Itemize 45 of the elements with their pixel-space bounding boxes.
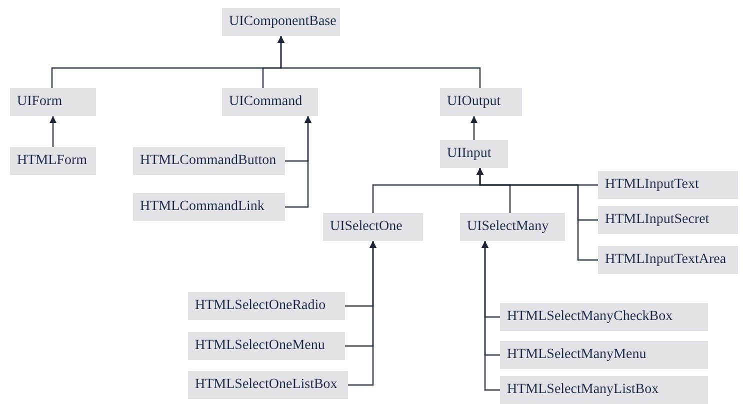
class-box [188, 332, 345, 360]
class-name: HTMLCommandLink [140, 199, 264, 215]
class-box [10, 88, 96, 116]
class-box [500, 341, 708, 369]
class-box [598, 246, 738, 274]
class-box [133, 193, 285, 221]
class-name: HTMLSelectManyListBox [507, 382, 659, 398]
class-name: HTMLInputSecret [605, 212, 710, 228]
class-name: HTMLInputTextArea [605, 252, 726, 268]
inheritance-arrow [348, 241, 376, 386]
class-box [440, 88, 522, 116]
class-box [10, 147, 96, 175]
inheritance-arrow [482, 241, 500, 391]
inheritance-arrow [476, 168, 511, 213]
class-name: UICommand [229, 94, 302, 110]
class-name: HTMLSelectOneListBox [195, 377, 338, 393]
inheritance-arrow [470, 116, 478, 140]
class-box [222, 8, 340, 36]
class-name: HTMLSelectManyCheckBox [507, 309, 673, 325]
class-box [188, 292, 345, 320]
class-name: HTMLSelectOneRadio [195, 298, 326, 314]
class-box [598, 171, 738, 199]
class-name: UIInput [447, 146, 492, 162]
class-name: UIForm [17, 94, 62, 110]
class-name: UISelectOne [330, 219, 402, 235]
inheritance-arrow [50, 116, 56, 147]
class-box [133, 147, 285, 175]
class-box [440, 140, 508, 168]
class-box [323, 213, 423, 241]
class-box [500, 376, 708, 404]
class-box [598, 206, 738, 234]
class-name: HTMLForm [17, 153, 87, 169]
class-name: HTMLSelectOneMenu [195, 338, 325, 354]
class-box [460, 213, 565, 241]
class-name: UISelectMany [467, 219, 549, 235]
inheritance-arrow [278, 36, 481, 88]
class-name: HTMLSelectManyMenu [507, 347, 646, 363]
class-box [500, 303, 708, 331]
class-box [188, 371, 348, 399]
class-name: HTMLInputText [605, 177, 699, 193]
inheritance-arrow [285, 116, 312, 208]
class-name: UIOutput [447, 94, 501, 110]
class-name: HTMLCommandButton [140, 153, 276, 169]
class-box [222, 88, 318, 116]
class-name: UIComponentBase [229, 14, 336, 30]
